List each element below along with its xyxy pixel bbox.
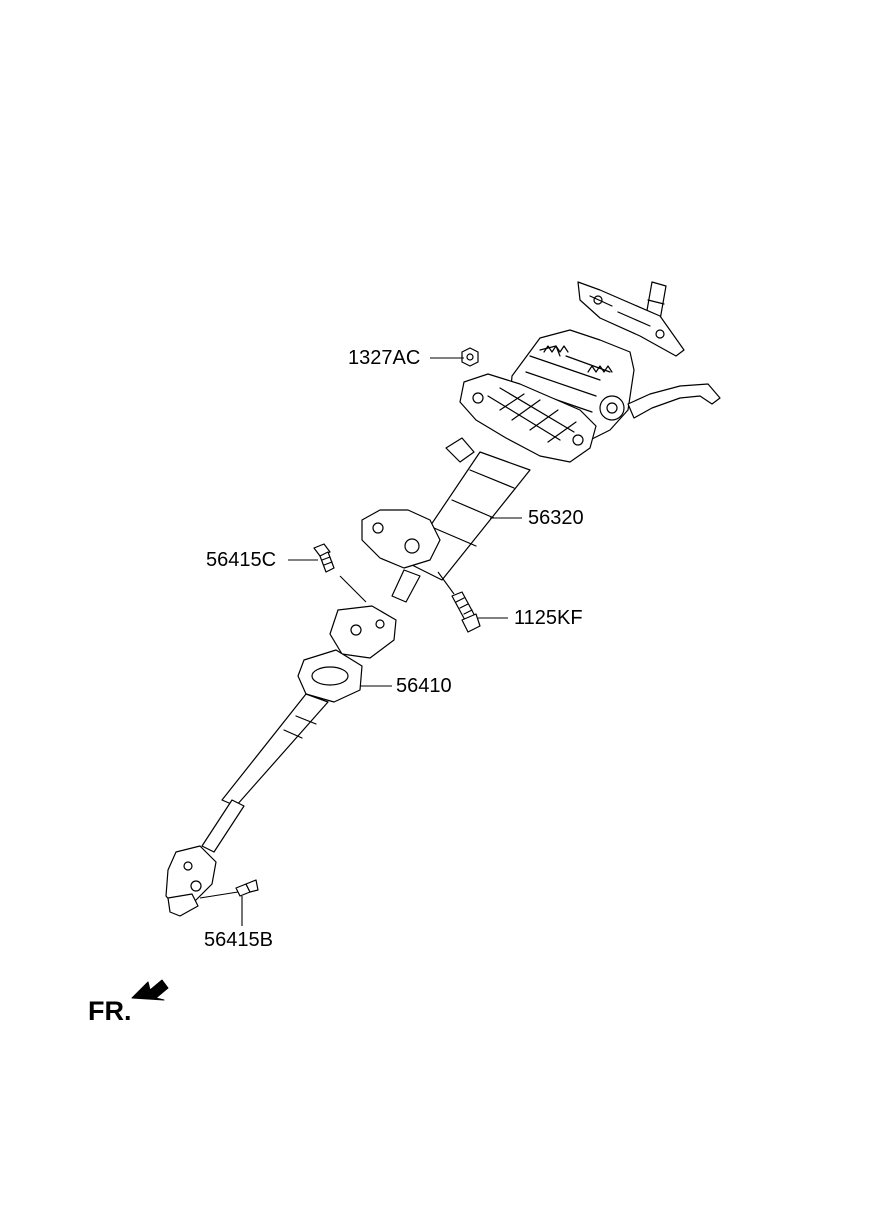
leader-lines xyxy=(199,357,522,926)
bolt-1125kf xyxy=(451,591,481,633)
callout-1125kf: 1125KF xyxy=(514,607,583,629)
nut-1327ac xyxy=(461,347,479,367)
leader-56415b-pointer xyxy=(199,891,239,899)
front-direction-arrow-icon xyxy=(131,979,169,1001)
bolt-56415b xyxy=(235,879,259,897)
leader-1125kf-axis xyxy=(437,571,455,595)
bolt-56415c xyxy=(313,543,335,573)
intermediate-shaft-56410 xyxy=(165,605,397,917)
callout-56320: 56320 xyxy=(528,507,584,529)
steering-column-assembly xyxy=(361,281,721,603)
leader-56415c-axis xyxy=(339,575,367,603)
callout-56415c: 56415C xyxy=(206,549,277,571)
callout-56410: 56410 xyxy=(396,675,452,697)
front-direction-label: FR. xyxy=(88,996,132,1026)
callout-1327ac: 1327AC xyxy=(348,347,421,369)
callout-56415b: 56415B xyxy=(204,929,273,951)
